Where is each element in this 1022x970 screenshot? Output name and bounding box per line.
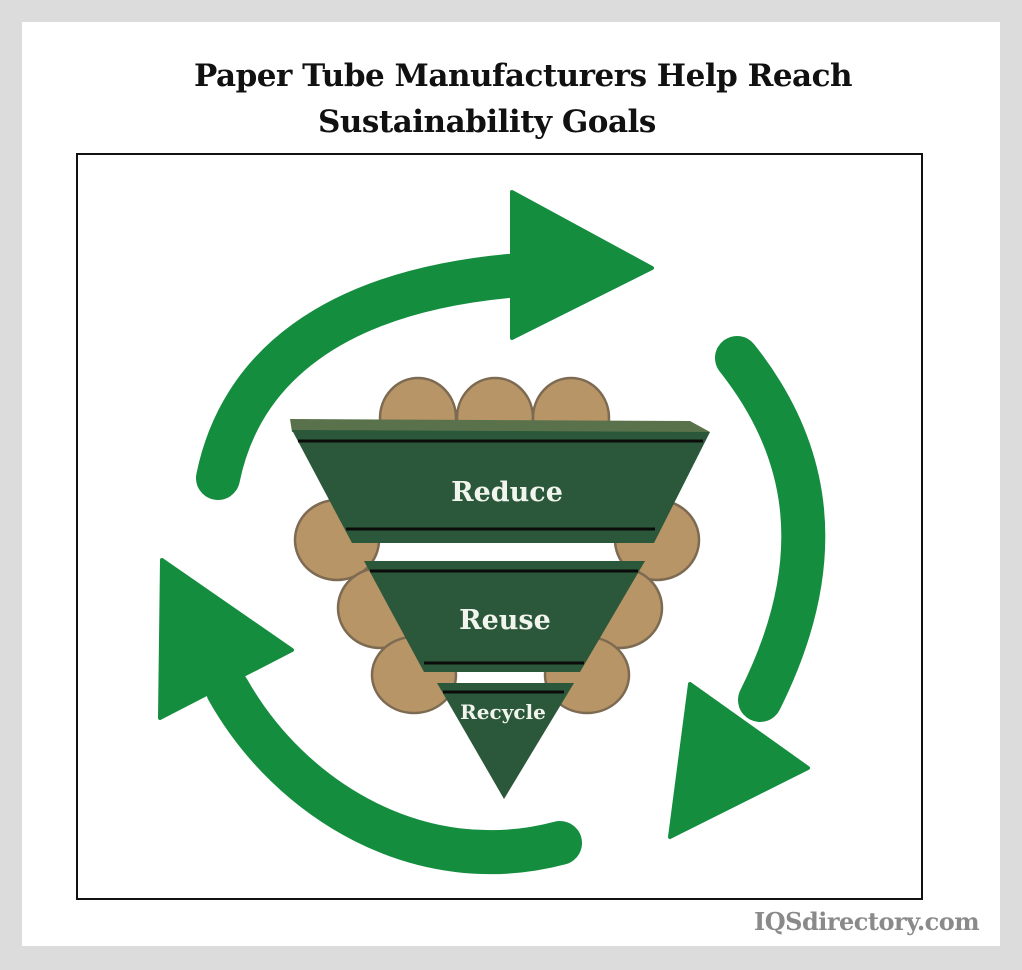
left-arrow-head [158, 558, 294, 720]
tier-reuse: Reuse [364, 561, 645, 672]
right-arrow-icon [668, 336, 826, 839]
top-arrow-shaft [196, 253, 542, 500]
watermark-logo: IQSdirectory.com [754, 907, 980, 936]
tier-recycle: Recycle [437, 683, 574, 799]
top-arrow-head [510, 190, 654, 340]
tier-reduce: Reduce [290, 419, 710, 543]
right-arrow-head [668, 682, 810, 839]
tier-reduce-rim [290, 419, 710, 432]
tier-recycle-body [437, 683, 574, 799]
right-arrow-shaft [715, 336, 826, 722]
title-line-1: Paper Tube Manufacturers Help Reach [194, 58, 853, 94]
left-arrow-icon [158, 558, 582, 875]
tier-reduce-label: Reduce [451, 477, 563, 508]
left-arrow-shaft [206, 668, 582, 875]
tier-reuse-label: Reuse [459, 605, 551, 636]
cycle-arrows [158, 190, 826, 875]
top-arrow-icon [196, 190, 654, 500]
title-line-2: Sustainability Goals [318, 104, 656, 140]
tier-reduce-body [292, 430, 710, 543]
tier-recycle-label: Recycle [460, 700, 546, 724]
tier-reuse-body [364, 561, 645, 672]
